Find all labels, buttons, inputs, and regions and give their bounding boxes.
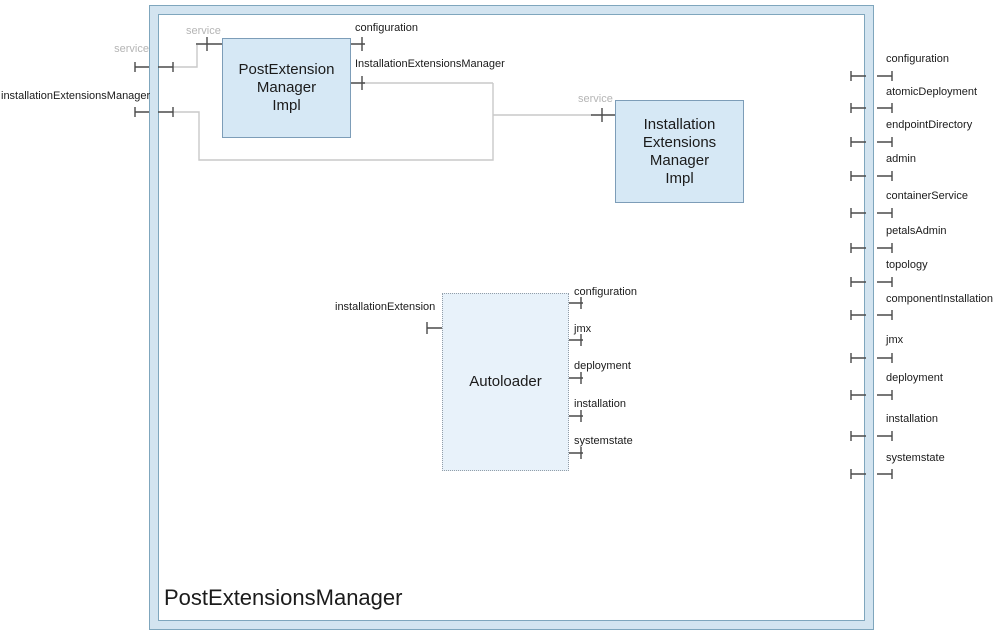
component-label: Installation Extensions Manager Impl xyxy=(642,115,717,187)
frame-port-label-atomic-deployment: atomicDeployment xyxy=(886,86,978,98)
pem-port-label-configuration: configuration xyxy=(355,22,418,34)
frame-port-label-endpoint-directory: endpointDirectory xyxy=(886,119,973,131)
autoloader-port-label-jmx: jmx xyxy=(574,323,592,335)
frame-port-label-configuration: configuration xyxy=(886,53,949,65)
autoloader-port-label-installation-extension: installationExtension xyxy=(335,301,436,313)
iem-port-label-service: service xyxy=(578,93,613,105)
component-post-extension-manager-impl: PostExtension Manager Impl xyxy=(222,38,351,138)
frame-port-label-component-installation: componentInstallation xyxy=(886,293,994,305)
autoloader-port-label-deployment: deployment xyxy=(574,360,631,372)
frame-port-label-topology: topology xyxy=(886,259,928,271)
frame-port-label-jmx: jmx xyxy=(886,334,904,346)
component-label: PostExtension Manager Impl xyxy=(238,61,335,114)
frame-port-label-container-service: containerService xyxy=(886,190,968,202)
diagram-title: PostExtensionsManager xyxy=(164,585,403,610)
frame-port-label-service: service xyxy=(114,43,149,55)
autoloader-port-label-systemstate: systemstate xyxy=(574,435,633,447)
frame-port-label-petals-admin: petalsAdmin xyxy=(886,225,947,237)
autoloader-port-label-installation: installation xyxy=(574,398,626,410)
frame-port-label-installation-extensions-manager: installationExtensionsManager xyxy=(1,90,151,102)
pem-port-label-service: service xyxy=(186,25,221,37)
component-label: Autoloader xyxy=(469,373,542,390)
pem-port-label-installation-extensions-manager: InstallationExtensionsManager xyxy=(355,58,505,70)
frame-port-label-deployment: deployment xyxy=(886,372,943,384)
component-installation-extensions-manager-impl: Installation Extensions Manager Impl xyxy=(615,100,744,203)
frame-port-label-installation: installation xyxy=(886,413,938,425)
component-autoloader: Autoloader xyxy=(442,293,569,471)
frame-port-label-systemstate: systemstate xyxy=(886,452,945,464)
autoloader-port-label-configuration: configuration xyxy=(574,286,637,298)
frame-port-label-admin: admin xyxy=(886,153,916,165)
